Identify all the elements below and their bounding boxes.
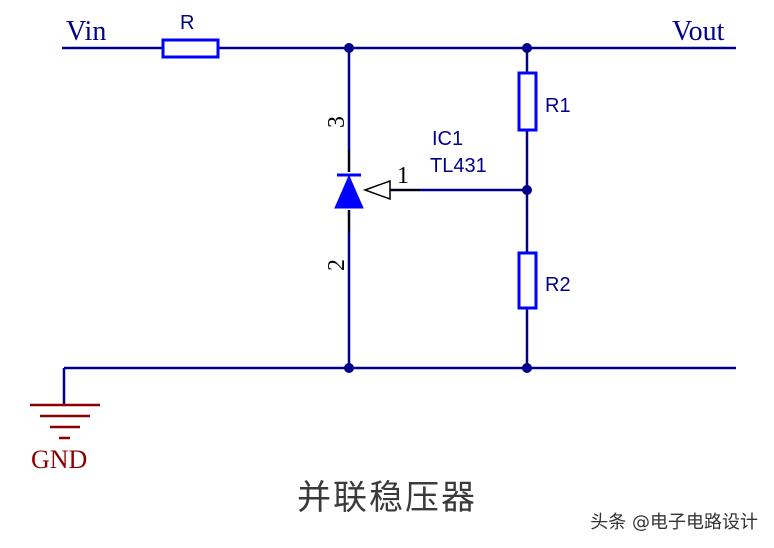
junction-bottom-r2 [522, 363, 532, 373]
tl431-triangle [334, 174, 364, 209]
wires [62, 46, 736, 405]
resistor-r [161, 38, 220, 59]
resistor-r1 [517, 71, 538, 132]
label-r1: R1 [545, 95, 571, 117]
label-pin1: 1 [397, 163, 409, 189]
pin-ticks [348, 150, 420, 232]
label-ic-part: TL431 [430, 155, 487, 177]
label-r: R [180, 12, 194, 34]
junction-top-r1 [522, 43, 532, 53]
label-vout: Vout [672, 16, 725, 47]
diagram-caption: 并联稳压器 [297, 478, 477, 518]
label-pin2: 2 [324, 259, 350, 271]
ground-symbol [30, 403, 100, 440]
junction-bottom-ic [344, 363, 354, 373]
junction-top-ic [344, 43, 354, 53]
label-vin: Vin [66, 16, 106, 47]
watermark: 头条 @电子电路设计 [590, 512, 758, 533]
junction-ref [522, 185, 532, 195]
label-gnd: GND [31, 445, 87, 474]
label-ic-name: IC1 [432, 128, 463, 150]
label-r2: R2 [545, 274, 571, 296]
label-pin3: 3 [324, 116, 350, 128]
tl431-symbol [334, 173, 391, 209]
junction-dots [344, 43, 532, 373]
tl431-ref-arrow [362, 179, 391, 201]
resistor-r2 [517, 251, 538, 310]
